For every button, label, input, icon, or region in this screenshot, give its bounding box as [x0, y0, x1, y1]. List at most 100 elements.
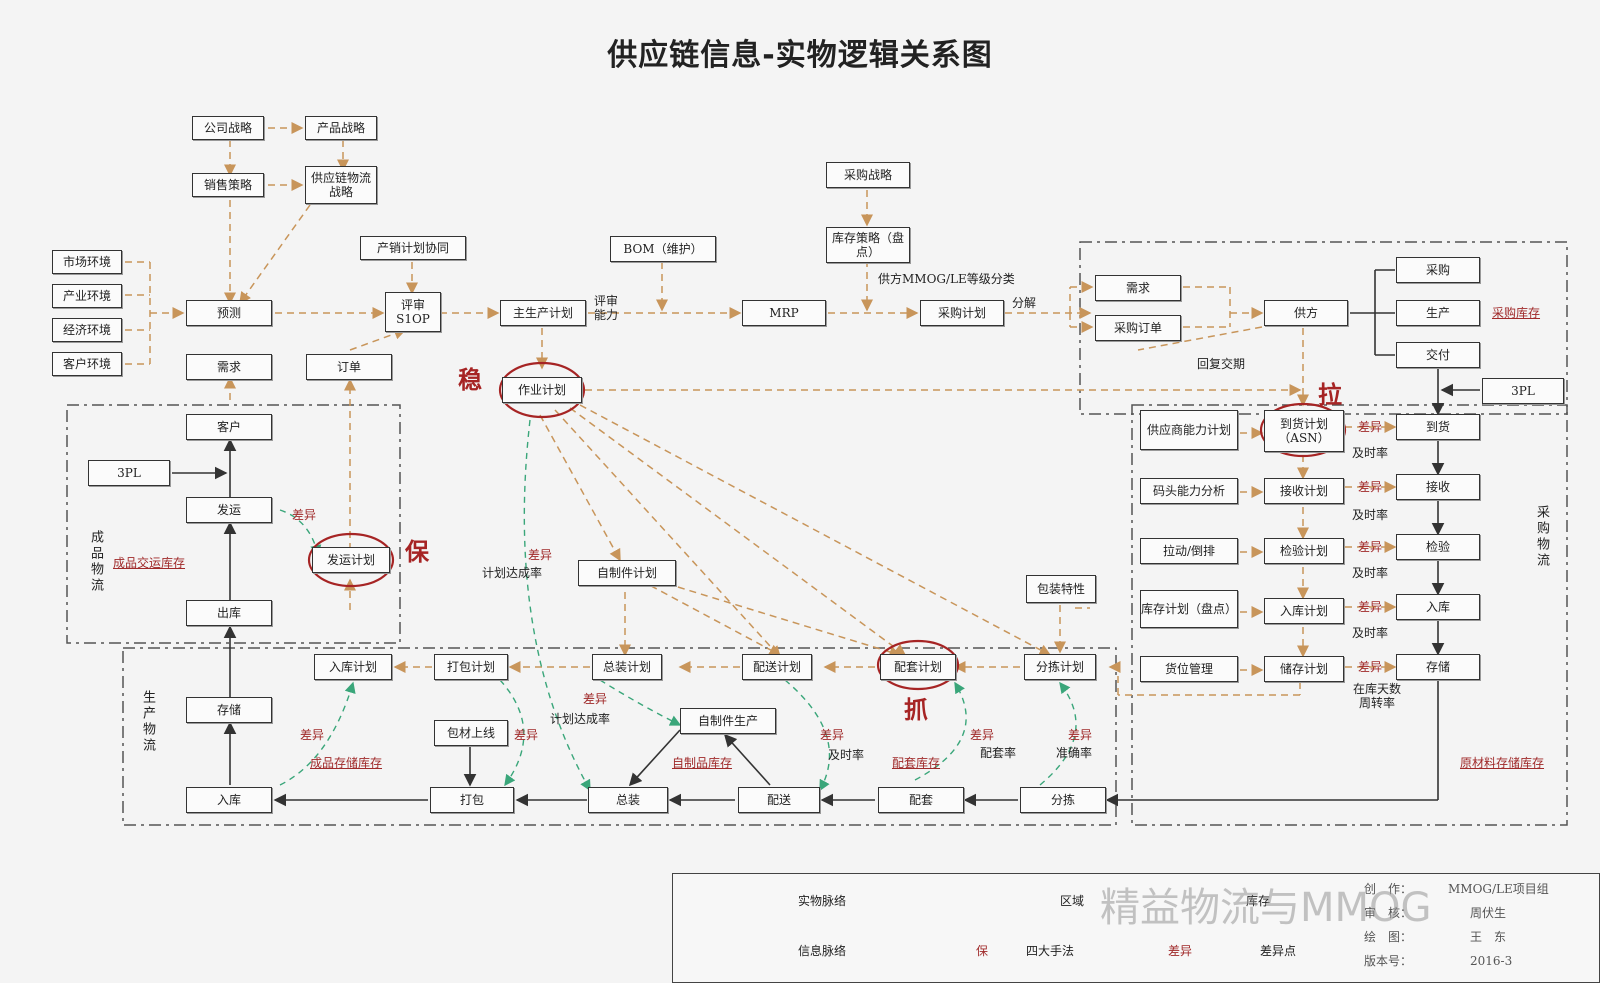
label-production-logistics: 生产物流 — [140, 690, 155, 754]
label-ontime-inbound: 及时率 — [1352, 626, 1389, 640]
label-finished-logistics: 成品物流 — [88, 530, 103, 594]
method-stable: 稳 — [458, 366, 482, 394]
box-sop-coord: 产销计划协同 — [360, 236, 466, 260]
method-pull: 拉 — [1318, 381, 1342, 409]
label-plan-rate-1: 计划达成率 — [482, 566, 543, 580]
box-unload-sort: 拉动/倒排 — [1140, 538, 1238, 564]
box-inventory-strategy: 库存策略（盘点） — [826, 227, 910, 263]
label-diff-kit: 差异 — [970, 728, 995, 742]
legend-reviewer: 周伏生 — [1470, 906, 1507, 920]
box-buy: 采购 — [1396, 257, 1480, 283]
label-kit-rate: 配套率 — [980, 746, 1017, 760]
label-diff-self: 差异 — [583, 692, 608, 706]
box-location-mgmt: 货位管理 — [1140, 656, 1238, 682]
legend-author-label: 创 作： — [1364, 882, 1413, 896]
box-storage-left: 存储 — [186, 697, 272, 723]
box-kit: 配套 — [878, 787, 964, 813]
box-warehouse-out: 出库 — [186, 600, 272, 626]
region-production-logistics — [122, 647, 1117, 826]
box-inbound-plan-right: 入库计划 — [1264, 598, 1344, 624]
legend-author: MMOG/LE项目组 — [1448, 882, 1549, 896]
legend-review-label: 审 核： — [1364, 906, 1413, 920]
box-receive: 接收 — [1396, 474, 1480, 500]
label-self-made-inv: 自制品库存 — [672, 756, 733, 770]
box-mrp: MRP — [742, 300, 826, 326]
box-requirement: 需求 — [1095, 275, 1181, 301]
label-ontime-distribute: 及时率 — [828, 748, 865, 762]
box-inventory-plan: 库存计划（盘点） — [1140, 590, 1238, 628]
box-distribute: 配送 — [738, 787, 820, 813]
legend-drawer: 王 东 — [1470, 930, 1507, 944]
box-inspect: 检验 — [1396, 534, 1480, 560]
label-finished-shipping-inv: 成品交运库存 — [113, 556, 186, 570]
box-work-plan: 作业计划 — [502, 377, 582, 403]
box-product-strategy: 产品战略 — [305, 116, 377, 140]
label-ontime-arrival: 及时率 — [1352, 446, 1389, 460]
box-purchase-plan: 采购计划 — [920, 300, 1004, 326]
label-turnover: 在库天数 周转率 — [1352, 682, 1401, 710]
box-packaging-feature: 包装特性 — [1026, 575, 1096, 603]
label-finished-storage-inv: 成品存储库存 — [310, 756, 383, 770]
legend-inventory: 库存 — [1246, 894, 1271, 908]
box-inbound-right: 入库 — [1396, 594, 1480, 620]
box-supply-strategy: 供应链物流战略 — [305, 166, 377, 204]
label-diff-receive: 差异 — [1358, 480, 1383, 494]
legend-method-sample: 保 — [976, 944, 989, 958]
legend-area: 区域 — [1060, 894, 1085, 908]
circle-stable — [498, 361, 586, 419]
circle-grab — [876, 639, 960, 691]
box-arrival-plan: 到货计划（ASN） — [1264, 410, 1344, 452]
box-forecast: 预测 — [186, 300, 272, 326]
label-purchase-inv: 采购库存 — [1492, 306, 1541, 320]
label-review-capacity: 评审 能力 — [594, 294, 619, 322]
box-pack: 打包 — [430, 787, 514, 813]
box-assembly-plan: 总装计划 — [592, 654, 662, 680]
box-packing-line: 包材上线 — [434, 720, 508, 746]
circle-pull — [1259, 402, 1347, 458]
legend-physical: 实物脉络 — [798, 894, 847, 908]
box-inspect-plan: 检验计划 — [1264, 538, 1344, 564]
box-sort-plan: 分拣计划 — [1024, 654, 1096, 680]
box-distribute-plan: 配送计划 — [742, 654, 812, 680]
label-diff-distribute: 差异 — [820, 728, 845, 742]
label-ontime-receive: 及时率 — [1352, 508, 1389, 522]
label-diff-sort: 差异 — [1068, 728, 1093, 742]
box-inbound-left: 入库 — [186, 787, 272, 813]
box-storage-plan: 储存计划 — [1264, 656, 1344, 682]
box-self-made-prod: 自制件生产 — [680, 708, 776, 734]
box-order: 订单 — [306, 354, 392, 380]
box-mps: 主生产计划 — [500, 300, 586, 326]
legend-four-methods: 四大手法 — [1026, 944, 1075, 958]
box-company-strategy: 公司战略 — [192, 116, 264, 140]
legend-version: 2016-3 — [1470, 954, 1513, 968]
box-ship-plan: 发运计划 — [312, 547, 390, 573]
label-diff-arrival: 差异 — [1358, 420, 1383, 434]
label-diff-storage: 差异 — [1358, 660, 1383, 674]
box-assembly: 总装 — [588, 787, 668, 813]
box-supplier-capacity-plan: 供应商能力计划 — [1140, 410, 1238, 450]
label-diff-work: 差异 — [528, 548, 553, 562]
circle-guarantee — [307, 532, 395, 588]
box-pack-plan: 打包计划 — [434, 654, 508, 680]
label-accuracy: 准确率 — [1056, 746, 1093, 760]
label-plan-rate-2: 计划达成率 — [550, 712, 611, 726]
watermark-text: 精益物流与MMOG — [1100, 885, 1432, 931]
legend-diff-sample: 差异 — [1168, 944, 1193, 958]
box-3pl-left: 3PL — [88, 460, 170, 486]
label-diff-inbound-right: 差异 — [1358, 600, 1383, 614]
box-receive-plan: 接收计划 — [1264, 478, 1344, 504]
box-storage-right: 存储 — [1396, 654, 1480, 680]
label-supplier-grading: 供方MMOG/LE等级分类 — [878, 272, 1015, 286]
box-customer-env: 客户环境 — [52, 352, 122, 376]
label-decompose: 分解 — [1012, 296, 1037, 310]
region-purchase-logistics — [1131, 404, 1568, 826]
label-diff-pack: 差异 — [514, 728, 539, 742]
box-arrival: 到货 — [1396, 414, 1480, 440]
label-reply-date: 回复交期 — [1197, 357, 1246, 371]
legend-diff-point: 差异点 — [1260, 944, 1297, 958]
box-sales-strategy: 销售策略 — [192, 173, 264, 197]
box-inbound-plan-left: 入库计划 — [314, 654, 392, 680]
box-industry-env: 产业环境 — [52, 284, 122, 308]
box-bom: BOM（维护） — [610, 236, 716, 262]
